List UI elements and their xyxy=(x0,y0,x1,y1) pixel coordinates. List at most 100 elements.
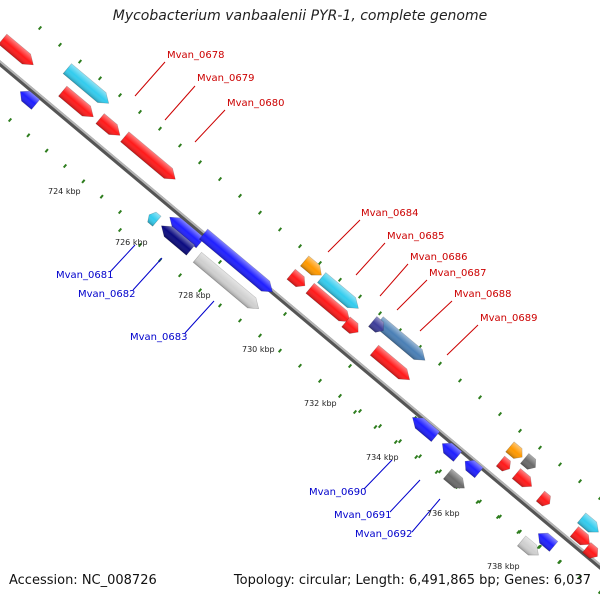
tick-dot xyxy=(437,469,443,474)
gene-arrow-mvan-0682b[interactable] xyxy=(198,228,276,297)
tick-dot xyxy=(62,163,68,169)
position-label-726: 726 kbp xyxy=(115,238,148,247)
tick-dot xyxy=(397,438,403,444)
gene-arrow-mvan-0680[interactable] xyxy=(120,131,180,184)
gene-arrow-mvan-0690[interactable] xyxy=(408,412,441,443)
label-pointers xyxy=(109,61,479,533)
label-pointer-line xyxy=(132,257,163,291)
gene-arrow-mvan-0690-shading xyxy=(412,417,440,442)
gene-arrow-mvan-0693-shading xyxy=(505,441,523,459)
gene-arrow-mvan-0689-shading xyxy=(370,345,410,380)
tick-dot xyxy=(157,126,163,131)
tick-dot xyxy=(277,348,283,353)
gene-arrow-mvan-0682b-shading xyxy=(199,229,273,292)
gene-arrow-mvan-0677-shading xyxy=(0,34,34,65)
label-pointer-line xyxy=(194,109,226,143)
gene-arrow-mvan-0677[interactable] xyxy=(0,33,38,70)
gene-arrow-mvan-0684[interactable] xyxy=(299,255,325,280)
tick-dot xyxy=(117,92,123,98)
gene-arrow-mvan-0679b-shading xyxy=(95,113,120,136)
gene-label-mvan-0688[interactable]: Mvan_0688 xyxy=(454,289,511,300)
position-labels: 724 kbp 726 kbp 728 kbp 730 kbp 732 kbp … xyxy=(48,187,520,571)
gene-label-mvan-0687[interactable]: Mvan_0687 xyxy=(429,268,486,279)
label-pointer-line xyxy=(411,498,441,533)
gene-arrow-mvan-0689[interactable] xyxy=(369,344,414,385)
gene-arrow-mvan-0686a[interactable] xyxy=(286,268,309,291)
tick-dot xyxy=(377,311,383,316)
gene-label-mvan-0682[interactable]: Mvan_0682 xyxy=(78,289,135,300)
gene-arrow-mvan-0686[interactable] xyxy=(305,282,354,326)
position-label-738: 738 kbp xyxy=(487,562,520,571)
gene-arrow-mvan-0694[interactable] xyxy=(520,453,539,473)
gene-arrow-mvan-0692-shading xyxy=(517,535,539,556)
gene-arrow-mvan-0692[interactable] xyxy=(516,535,542,560)
gene-label-mvan-0681[interactable]: Mvan_0681 xyxy=(56,270,113,281)
gene-arrow-mvan-0678[interactable] xyxy=(62,63,113,109)
reverse-gene-labels: Mvan_0681 Mvan_0682 Mvan_0683 Mvan_0690 … xyxy=(56,270,412,540)
gene-label-mvan-0691[interactable]: Mvan_0691 xyxy=(334,510,391,521)
gene-arrow-mvan-0700[interactable] xyxy=(569,526,594,550)
tick-dot xyxy=(393,439,398,445)
gene-arrow-mvan-0688b[interactable] xyxy=(368,316,387,336)
gene-label-mvan-0684[interactable]: Mvan_0684 xyxy=(361,208,418,219)
gene-arrow-mvan-0681b-shading xyxy=(147,212,162,227)
gene-label-mvan-0692[interactable]: Mvan_0692 xyxy=(355,529,412,540)
gene-arrow-mvan-0701[interactable] xyxy=(582,542,600,562)
tick-dot xyxy=(377,423,383,429)
gene-arrow-mvan-0697[interactable] xyxy=(535,490,554,509)
tick-dot xyxy=(577,574,582,580)
gene-arrow-mvan-0691[interactable] xyxy=(442,468,468,493)
gene-arrow-mvan-0688b-shading xyxy=(368,316,384,333)
tick-dot xyxy=(557,462,563,467)
gene-arrow-mvan-0695-shading xyxy=(496,456,511,472)
gene-arrow-mvan-0687[interactable] xyxy=(341,316,363,337)
tick-dot xyxy=(357,294,363,299)
gene-arrow-mvan-0696[interactable] xyxy=(511,468,536,492)
tick-dot xyxy=(317,378,323,384)
gene-label-mvan-0690[interactable]: Mvan_0690 xyxy=(309,487,366,498)
gene-arrow-mvan-0681[interactable] xyxy=(165,212,205,249)
gene-arrow-mvan-0681b[interactable] xyxy=(145,210,162,227)
gene-label-mvan-0678[interactable]: Mvan_0678 xyxy=(167,50,224,61)
label-pointer-line xyxy=(109,244,136,273)
tick-dot xyxy=(557,559,562,565)
position-label-732: 732 kbp xyxy=(304,399,337,408)
label-pointer-line xyxy=(419,300,453,332)
gene-arrow-mvan-0686-shading xyxy=(305,283,350,322)
gene-arrow-mvan-0679a[interactable] xyxy=(58,85,97,122)
tick-dot xyxy=(297,244,303,249)
gene-label-mvan-0680[interactable]: Mvan_0680 xyxy=(227,98,284,109)
position-label-730: 730 kbp xyxy=(242,345,275,354)
gene-label-mvan-0679[interactable]: Mvan_0679 xyxy=(197,73,254,84)
gene-arrow-mvan-0686a-shading xyxy=(286,269,305,287)
gene-arrow-mvan-0682[interactable] xyxy=(157,221,196,256)
gene-arrow-mvan-0679a-shading xyxy=(58,86,94,117)
tick-dot xyxy=(117,209,123,215)
gene-label-mvan-0683[interactable]: Mvan_0683 xyxy=(130,332,187,343)
tick-dot xyxy=(495,514,500,520)
gene-arrow-mvan-0695[interactable] xyxy=(495,455,514,474)
tick-dot xyxy=(537,445,543,450)
gene-arrow-mvan-0684-shading xyxy=(300,255,322,276)
gene-arrow-mvan-0693[interactable] xyxy=(505,441,527,462)
tick-dot xyxy=(282,311,288,317)
tick-dot xyxy=(97,76,103,81)
gene-arrow-mvan-0682-shading xyxy=(161,225,195,256)
gene-arrow-mvan-0691-shading xyxy=(443,468,465,489)
gene-arrow-mvan-0690b[interactable] xyxy=(438,439,463,462)
gene-arrow-mvan-0685[interactable] xyxy=(317,272,362,314)
gene-label-mvan-0685[interactable]: Mvan_0685 xyxy=(387,231,444,242)
gene-arrow-mvan-0699[interactable] xyxy=(576,512,600,537)
gene-label-mvan-0689[interactable]: Mvan_0689 xyxy=(480,313,537,324)
gene-arrow-mvan-0687-shading xyxy=(341,316,359,334)
gene-arrow-mvan-0679b[interactable] xyxy=(95,113,124,141)
tick-dot xyxy=(217,303,223,308)
gene-arrow-mvan-0675[interactable] xyxy=(16,87,41,110)
gene-arrow-mvan-0683[interactable] xyxy=(192,251,263,313)
gene-arrow-mvan-0698[interactable] xyxy=(534,529,559,552)
gene-arrow-mvan-0701-shading xyxy=(582,542,598,559)
tick-dot xyxy=(457,378,463,383)
gene-arrow-mvan-0690c[interactable] xyxy=(461,456,484,479)
gene-label-mvan-0686[interactable]: Mvan_0686 xyxy=(410,252,467,263)
